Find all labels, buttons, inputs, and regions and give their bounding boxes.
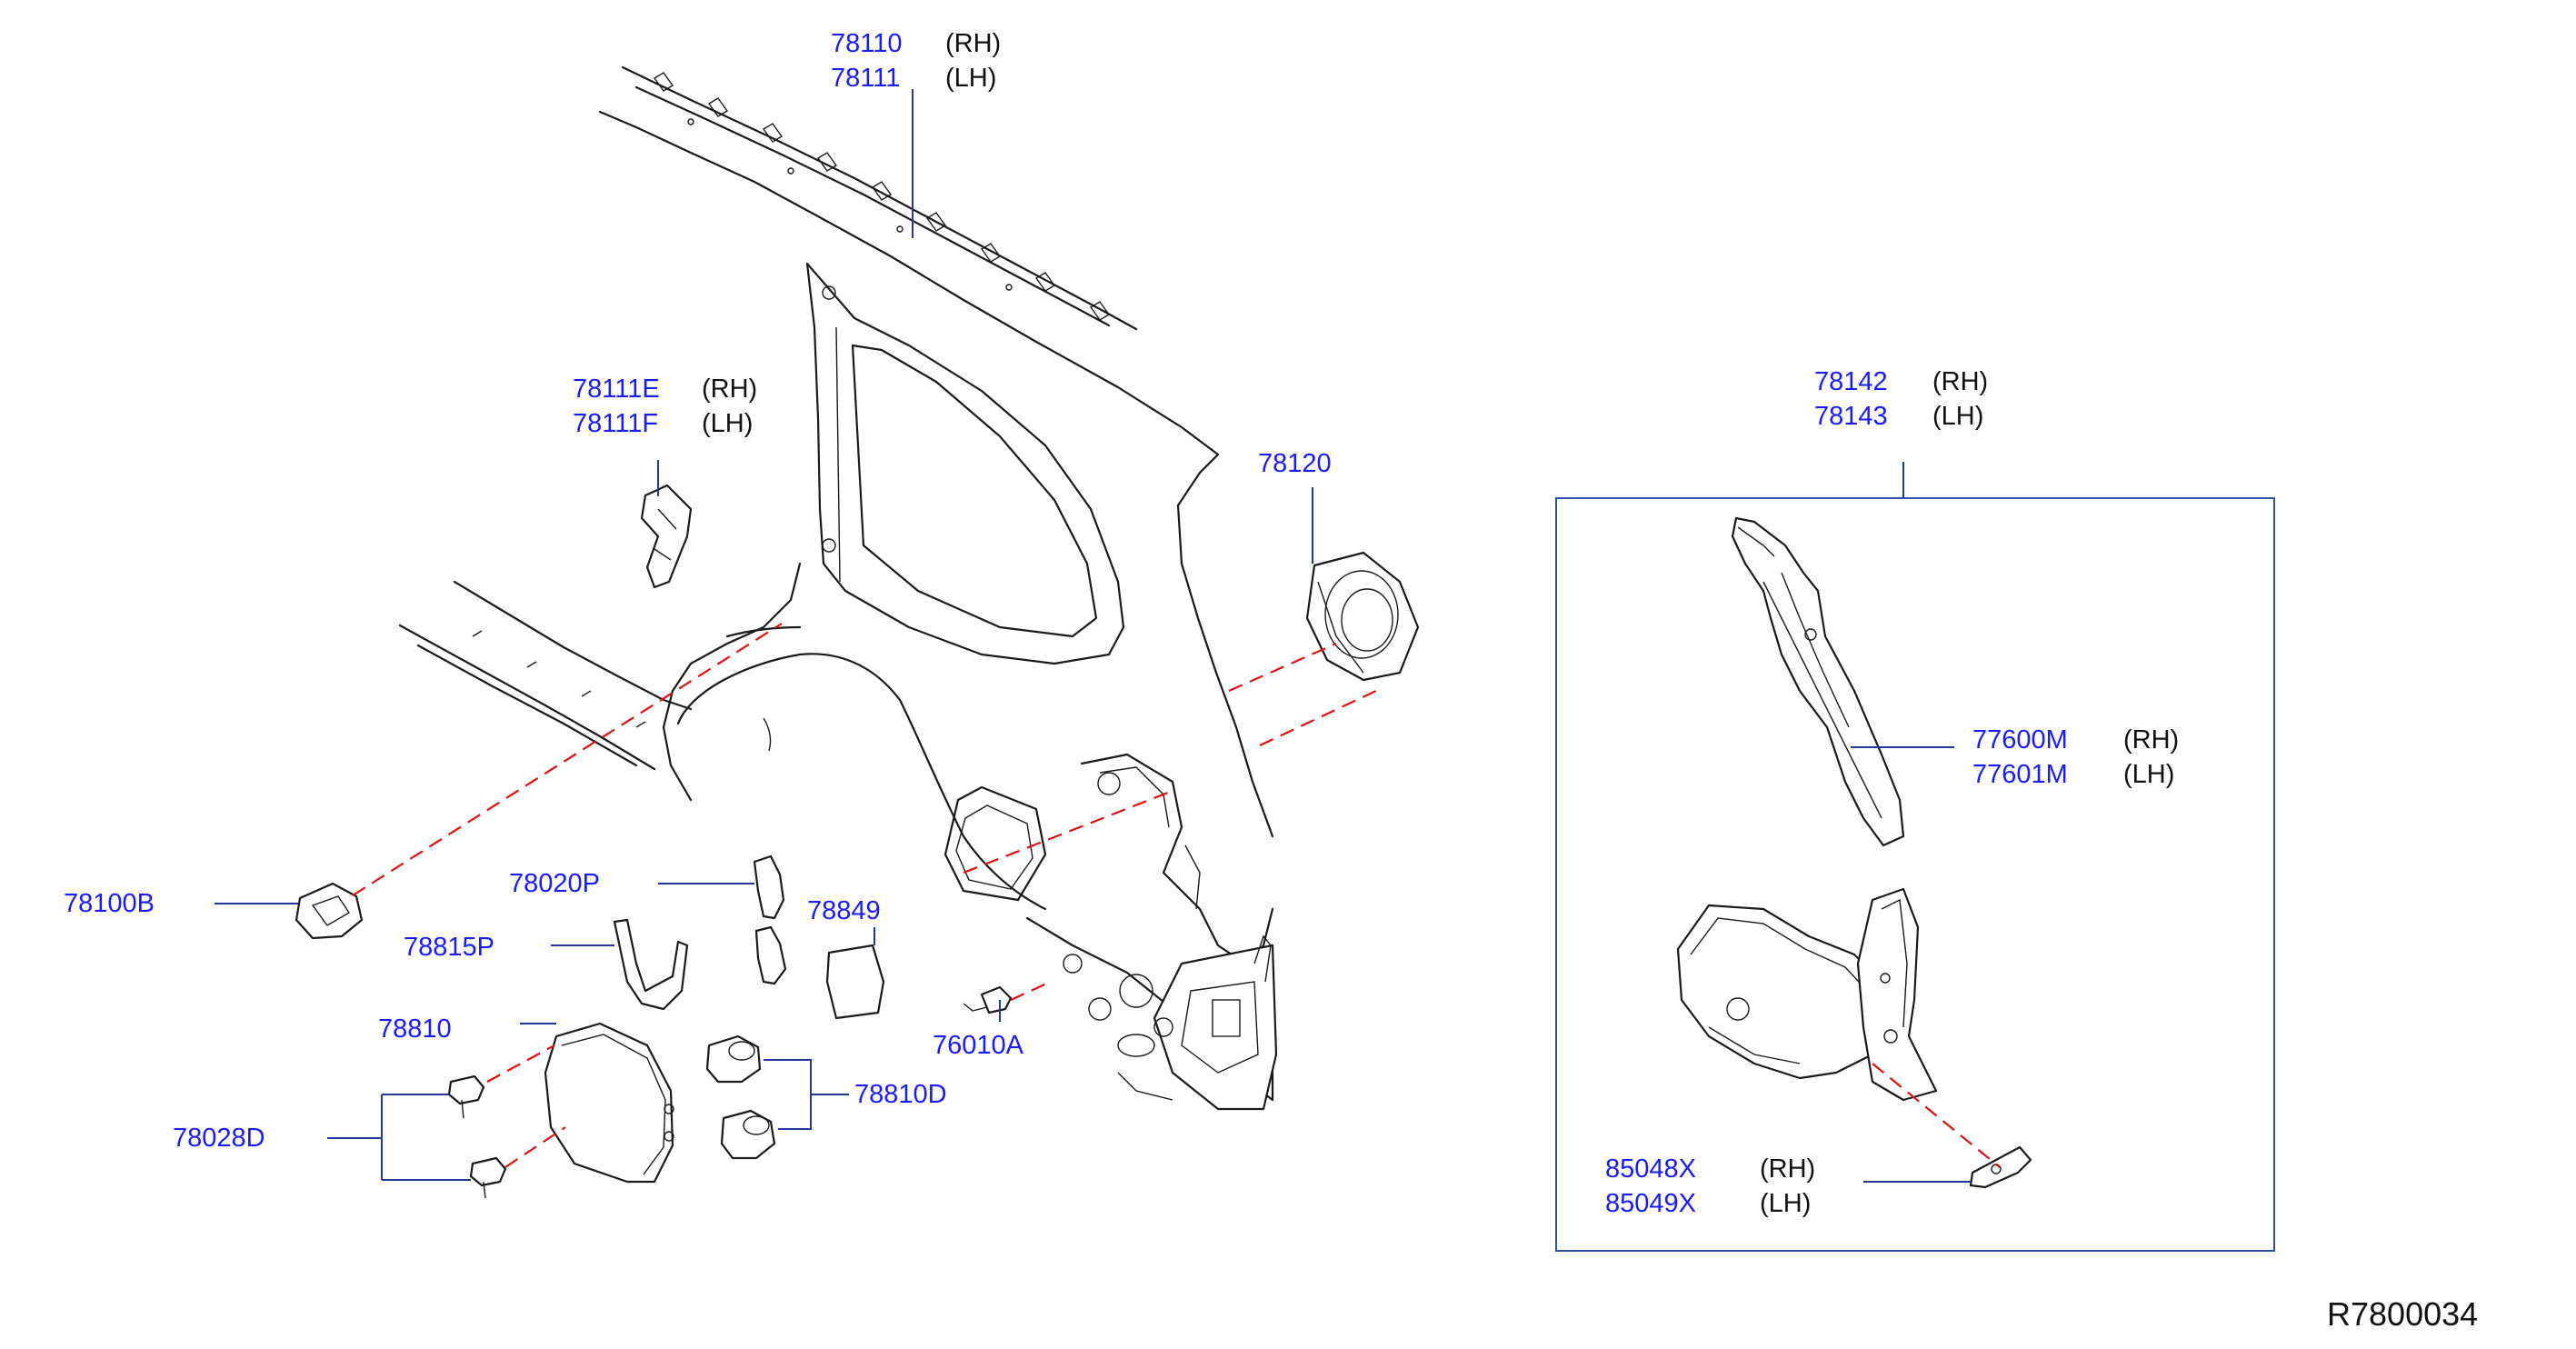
label-85049x-number: 85049X [1605, 1189, 1696, 1218]
label-78810d: 78810D [854, 1080, 947, 1109]
screw-76010a [963, 985, 1013, 1014]
bumper-78020p [753, 854, 787, 985]
rear-fender-panel [398, 65, 1278, 1111]
label-78110-side: (RH) [945, 29, 1002, 58]
fuel-lid-78810 [544, 1022, 674, 1184]
label-77601m-side: (LH) [2123, 760, 2175, 789]
label-78143-side: (LH) [1932, 402, 1984, 431]
label-78111f-side: (LH) [702, 409, 754, 438]
label-77600m-side: (RH) [2123, 725, 2180, 754]
label-77601m-number: 77601M [1972, 760, 2068, 789]
label-78142-side: (RH) [1932, 367, 1989, 396]
label-78143-number: 78143 [1814, 402, 1888, 431]
label-85049x-side: (LH) [1760, 1189, 1812, 1218]
label-78111e-number: 78111E [573, 375, 660, 404]
leader-lines [215, 89, 1971, 1183]
label-78810: 78810 [378, 1014, 452, 1044]
label-78100b: 78100B [64, 889, 155, 918]
inner-wheelhouse [1676, 887, 1938, 1102]
label-85048x-side: (RH) [1760, 1154, 1816, 1184]
label-78111f-number: 78111F [573, 409, 659, 438]
label-78849: 78849 [807, 896, 881, 925]
label-78111-side: (LH) [945, 64, 997, 93]
pad-78849 [825, 944, 885, 1020]
alignment-lines [352, 623, 2001, 1168]
label-78142-number: 78142 [1814, 367, 1888, 396]
label-78120: 78120 [1258, 449, 1332, 478]
wheelhouse-extension-77600m [1731, 516, 1905, 847]
label-78110-number: 78110 [831, 29, 903, 58]
label-78028d: 78028D [173, 1124, 265, 1153]
filler-base-78120 [1305, 551, 1420, 682]
label-78020p: 78020P [509, 869, 600, 898]
retainer-78815p [613, 918, 689, 1011]
drawing-code: R7800034 [2327, 1295, 2479, 1333]
label-78815p: 78815P [404, 933, 494, 962]
assembly-box [1555, 497, 2275, 1252]
bracket-78111e [640, 484, 693, 589]
bracket-85048x [1969, 1145, 2032, 1189]
label-78111-number: 78111 [831, 64, 901, 93]
label-78111e-side: (RH) [702, 375, 758, 404]
label-77600m-number: 77600M [1972, 725, 2068, 754]
clip-78100b [295, 882, 364, 940]
label-76010a: 76010A [933, 1031, 1023, 1060]
bumpers-78810d [705, 1034, 776, 1160]
label-85048x-number: 85048X [1605, 1154, 1696, 1184]
